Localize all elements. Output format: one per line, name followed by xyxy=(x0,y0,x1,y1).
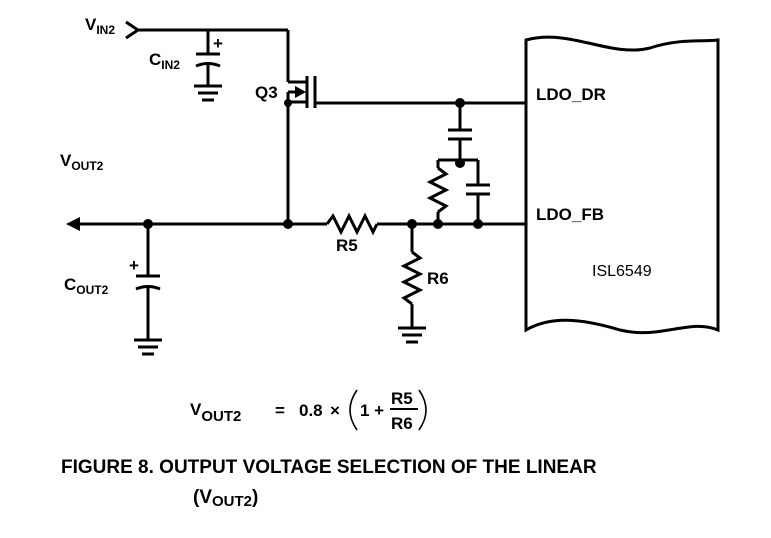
ground-icon xyxy=(194,84,222,102)
ldo-fb-label: LDO_FB xyxy=(536,205,604,224)
q3-label: Q3 xyxy=(255,83,278,102)
q3-body-arrow-icon xyxy=(295,86,306,98)
r5-label: R5 xyxy=(336,236,358,255)
ground-icon xyxy=(134,338,162,356)
equation-right-paren xyxy=(418,389,427,431)
vout2-arrow-icon xyxy=(66,217,80,231)
chip-name-label: ISL6549 xyxy=(592,263,652,280)
junction-dot xyxy=(284,99,292,107)
ground-icon xyxy=(398,326,426,344)
junction-dot xyxy=(407,219,417,229)
junction-dot xyxy=(283,219,293,229)
cout2-plate-bottom xyxy=(135,285,161,291)
r5-resistor xyxy=(325,212,379,236)
cout2-polarity: + xyxy=(129,256,139,275)
figure-caption-line2: (VOUT2) xyxy=(193,487,258,510)
r6-label: R6 xyxy=(427,269,449,288)
junction-dot xyxy=(143,219,153,229)
junction-dot xyxy=(473,219,483,229)
vout2-equation: VOUT2 = 0.8 × 1 + R5 R6 xyxy=(190,389,427,433)
cin2-label: CIN2 xyxy=(149,50,180,72)
ic-block xyxy=(524,35,720,335)
junction-dot xyxy=(433,219,443,229)
cin2-plate-bottom xyxy=(195,62,221,68)
equation-numerator: R5 xyxy=(391,389,413,408)
junction-dots xyxy=(143,98,483,229)
comp-resistor xyxy=(426,166,450,214)
equation-left-paren xyxy=(349,389,358,431)
cout2-label: COUT2 xyxy=(64,275,109,297)
equation-times: × xyxy=(330,401,340,420)
vin2-connector xyxy=(125,20,141,40)
ldo-dr-label: LDO_DR xyxy=(536,85,606,104)
figure-caption-line1: FIGURE 8. OUTPUT VOLTAGE SELECTION OF TH… xyxy=(61,457,597,478)
equation-coef: 0.8 xyxy=(299,401,323,420)
vout2-label: VOUT2 xyxy=(60,151,104,173)
equation-one-plus: 1 + xyxy=(360,401,384,420)
junction-dot xyxy=(455,158,465,168)
equation-lhs: VOUT2 xyxy=(190,400,241,425)
cin2-polarity: + xyxy=(213,34,223,53)
vin2-label: VIN2 xyxy=(85,15,115,37)
junction-dot xyxy=(455,98,465,108)
r6-resistor xyxy=(400,250,424,306)
equation-denominator: R6 xyxy=(391,414,413,433)
equation-equals: = xyxy=(275,401,285,420)
